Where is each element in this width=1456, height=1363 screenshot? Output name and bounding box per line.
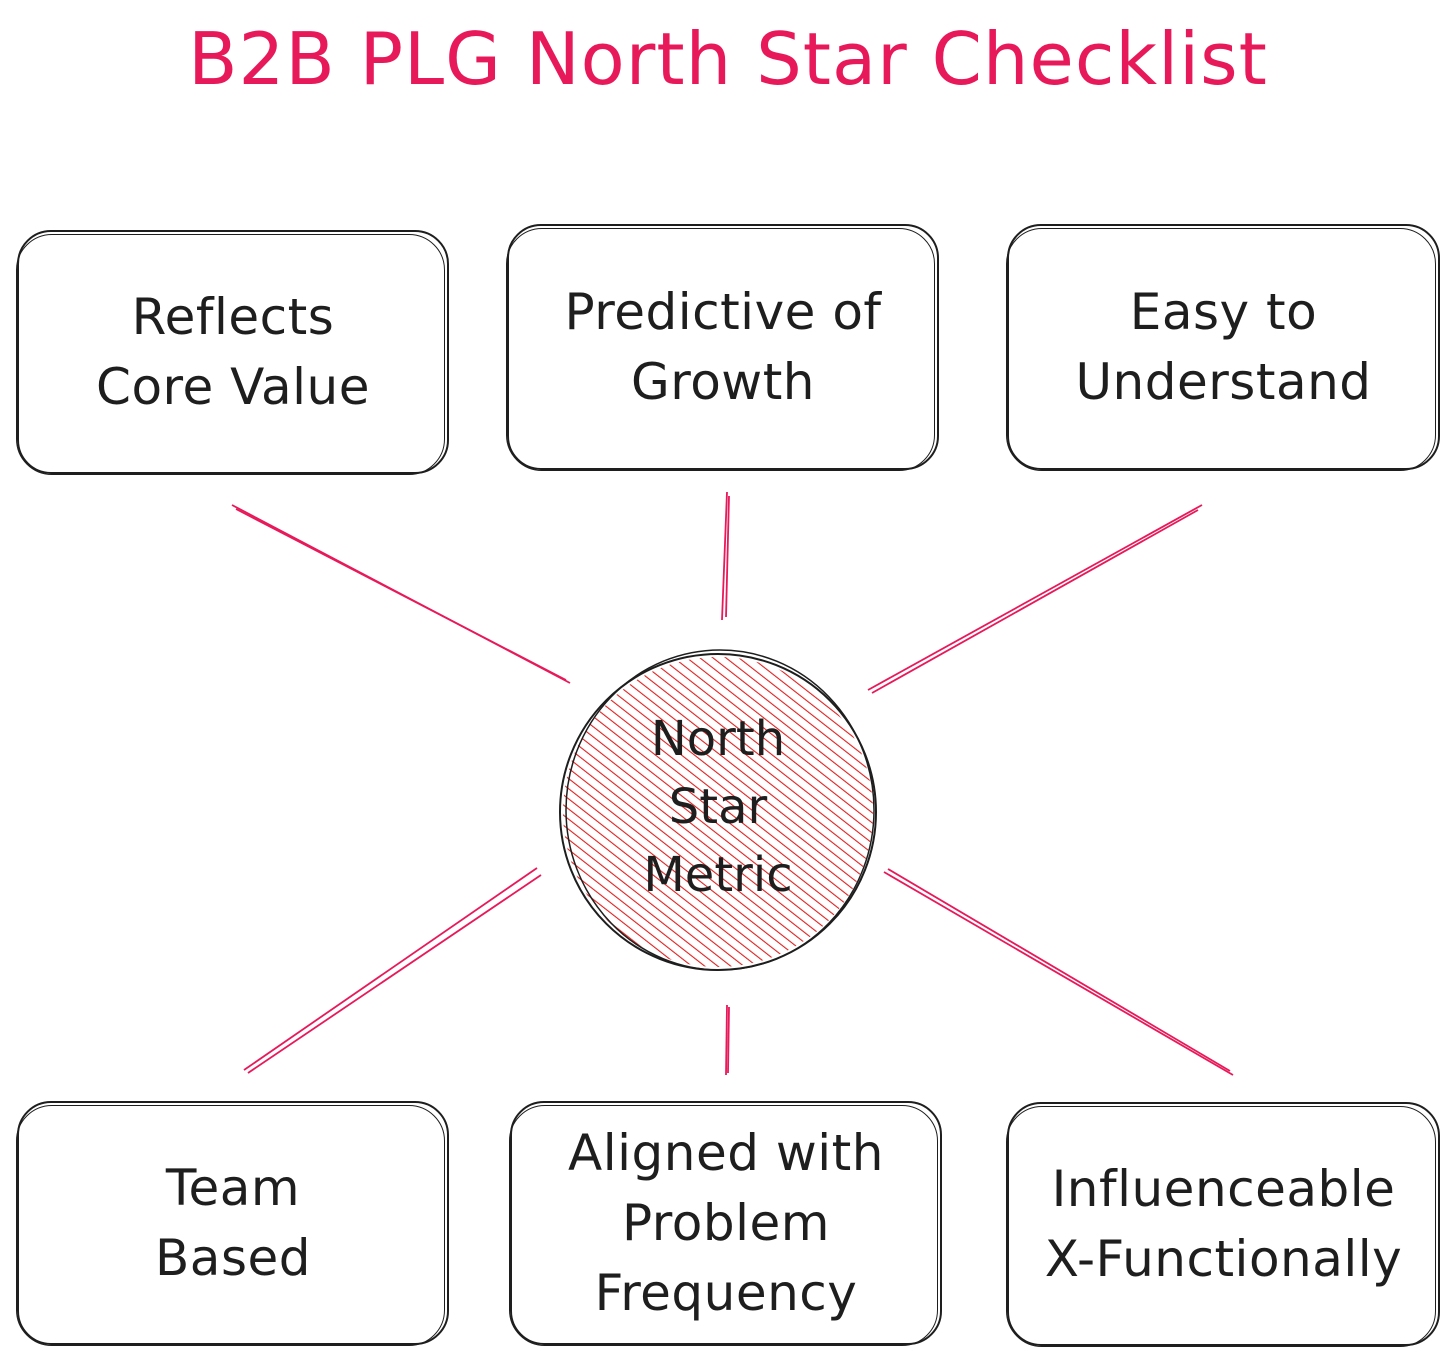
page-title: B2B PLG North Star Checklist xyxy=(188,17,1268,101)
connector-bottom-middle xyxy=(725,1004,730,1076)
node-aligned-with-problem-frequency: Aligned with Problem Frequency xyxy=(509,1101,942,1346)
connector-bottom-right xyxy=(883,868,1234,1076)
node-easy-to-understand: Easy to Understand xyxy=(1006,224,1440,471)
node-team-based: Team Based xyxy=(16,1101,449,1346)
node-label: Reflects Core Value xyxy=(96,288,370,416)
node-label: Aligned with Problem Frequency xyxy=(568,1124,884,1322)
connector-top-right xyxy=(867,504,1203,694)
connector-top-left xyxy=(231,504,571,684)
node-label: Team Based xyxy=(155,1159,311,1287)
node-label: Easy to Understand xyxy=(1075,283,1372,411)
node-label: Predictive of Growth xyxy=(564,283,882,411)
node-predictive-of-growth: Predictive of Growth xyxy=(506,224,939,471)
node-influenceable-x-functionally: Influenceable X-Functionally xyxy=(1006,1102,1440,1347)
connector-top-middle xyxy=(721,491,730,621)
node-label: Influenceable X-Functionally xyxy=(1044,1160,1403,1288)
connector-bottom-left xyxy=(243,867,542,1074)
node-reflects-core-value: Reflects Core Value xyxy=(16,230,449,475)
north-star-label: North Star Metric xyxy=(643,711,793,903)
